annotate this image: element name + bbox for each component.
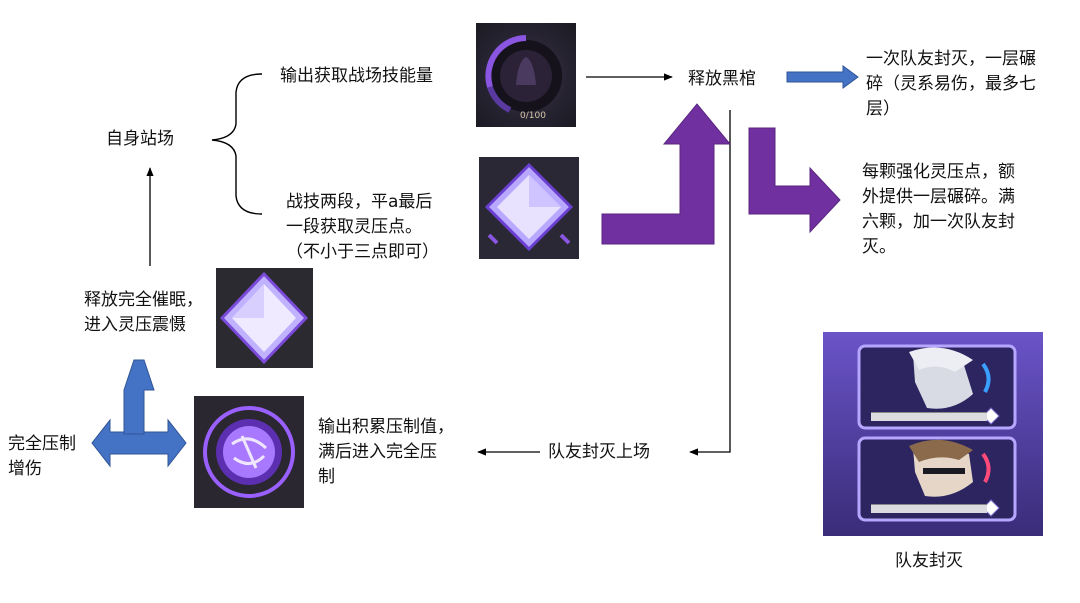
energy-gauge-image: 0/100	[476, 23, 576, 127]
release-coffin-label: 释放黑棺	[688, 69, 756, 89]
branch-brace	[211, 73, 263, 215]
energy-gauge-icon	[485, 35, 566, 116]
purple-arrow-up	[601, 103, 732, 245]
blue-cross-arrow-up	[123, 359, 155, 435]
self-field-label: 自身站场	[106, 129, 174, 149]
energy-counter: 0/100	[520, 111, 546, 121]
blue-arrow-right	[786, 65, 859, 89]
battle-skill-label: 战技两段，平a最后 一段获取灵压点。 （不小于三点即可）	[286, 192, 439, 262]
pressure-note-label: 每颗强化灵压点，额 外提供一层碾碎。满 六颗，加一次队友封 灭。	[862, 162, 1015, 257]
full-suppress-label: 完全压制 增伤	[8, 434, 76, 479]
teammate-bar-2	[871, 504, 987, 513]
suppress-orb-icon	[194, 396, 304, 508]
teammate-portraits	[823, 332, 1043, 536]
teammate-enter-label: 队友封灭上场	[548, 442, 650, 462]
diamond-crystal-icon	[216, 268, 313, 368]
output-suppress-label: 输出积累压制值， 满后进入完全压 制	[318, 417, 454, 487]
teammate-portraits-panel	[823, 332, 1043, 536]
output-energy-label: 输出获取战场技能量	[280, 66, 433, 86]
teammate-bar-1	[871, 412, 987, 421]
diamond-crystal-icon	[479, 157, 579, 259]
suppress-orb-image	[194, 396, 304, 508]
shatter-note-label: 一次队友封灭，一层碾 碎（灵系易伤，最多七 层）	[866, 49, 1036, 119]
coffin-to-teammate-line	[689, 110, 731, 456]
teammate-caption: 队友封灭	[895, 551, 963, 571]
purple-arrow-down-right	[748, 127, 841, 234]
release-hypnosis-label: 释放完全催眠， 进入灵压震慑	[84, 290, 203, 335]
hypnosis-crystal-image	[216, 268, 313, 368]
battle-skill-crystal-image	[479, 157, 579, 259]
